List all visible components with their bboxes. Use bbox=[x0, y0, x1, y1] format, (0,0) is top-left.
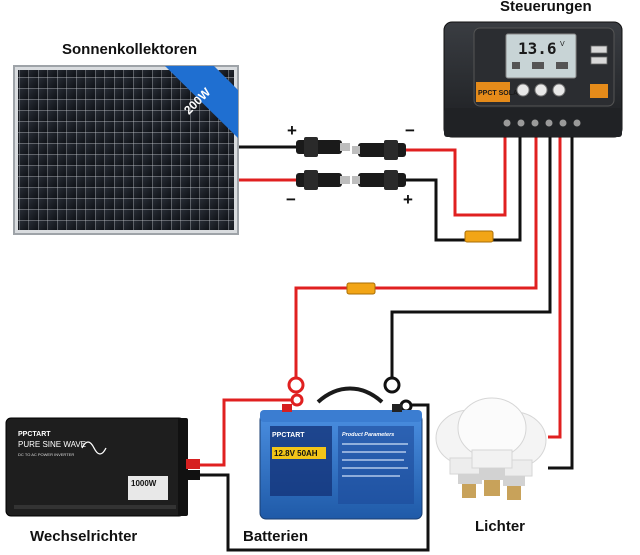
pv-negative-wire bbox=[404, 135, 507, 217]
inverter-negative-wire bbox=[200, 403, 430, 552]
battery-terminal-negative bbox=[392, 404, 402, 412]
panel-badge-ribbon bbox=[165, 66, 238, 138]
inverter-terminal-positive bbox=[186, 459, 200, 469]
wires bbox=[200, 135, 574, 552]
solar-panel-label: Sonnenkollektoren bbox=[62, 41, 197, 58]
usb-port-1 bbox=[590, 45, 608, 54]
battery-positive-wire bbox=[294, 135, 538, 378]
mc4-minus-left bbox=[296, 170, 350, 190]
controller-voltage-unit: V bbox=[560, 41, 565, 48]
pv-fuse bbox=[464, 230, 494, 243]
inverter-label: Wechselrichter bbox=[30, 528, 137, 545]
solar-panel: 200W bbox=[13, 65, 239, 235]
pv-positive-wire bbox=[404, 135, 522, 242]
controller-label: Steuerungen bbox=[500, 0, 592, 15]
battery-brand: PPCTART bbox=[272, 432, 305, 439]
controller-button-2[interactable] bbox=[534, 83, 548, 97]
inverter: PPCTART PURE SINE WAVE DC TO AC POWER IN… bbox=[5, 417, 200, 517]
battery-terminal-positive bbox=[282, 404, 292, 412]
battery-negative-wire bbox=[390, 135, 552, 378]
mc4-plus-left bbox=[296, 137, 350, 157]
inverter-terminal-negative bbox=[186, 470, 200, 480]
battery-label: Batterien bbox=[243, 528, 308, 545]
inverter-positive-wire bbox=[200, 398, 297, 467]
controller-brand: PPCT SOLAR bbox=[478, 90, 523, 97]
usb-port-2 bbox=[590, 56, 608, 65]
controller-voltage: 13.6 bbox=[518, 39, 557, 58]
load-positive-wire bbox=[548, 135, 562, 439]
battery-params-title: Product Parameters bbox=[342, 432, 394, 438]
controller-button-3[interactable] bbox=[552, 83, 566, 97]
battery-fuse bbox=[346, 282, 376, 295]
polarity-minus-bottom-left: − bbox=[286, 190, 296, 209]
bulb-center bbox=[457, 397, 527, 496]
mc4-plus-right bbox=[352, 170, 406, 190]
inverter-brand: PPCTART bbox=[18, 431, 51, 438]
sine-wave-icon bbox=[81, 441, 107, 455]
controller-button-1[interactable] bbox=[516, 83, 530, 97]
polarity-plus-bottom-right: + bbox=[403, 190, 413, 209]
polarity-plus-top-left: + bbox=[287, 121, 297, 140]
polarity-minus-top-right: − bbox=[405, 121, 415, 140]
inverter-power: 1000W bbox=[131, 479, 157, 488]
charge-controller: 13.6 V PPCT SOLAR bbox=[443, 21, 623, 138]
load-negative-wire bbox=[548, 135, 574, 470]
mc4-minus-right bbox=[352, 140, 406, 160]
light-bulbs bbox=[435, 397, 547, 500]
battery-spec: 12.8V 50AH bbox=[274, 449, 318, 458]
inverter-model: PURE SINE WAVE bbox=[18, 440, 86, 449]
controller-terminals bbox=[503, 119, 581, 127]
lights-label: Lichter bbox=[475, 518, 525, 535]
battery: PPCTART 12.8V 50AH Product Parameters bbox=[259, 386, 423, 520]
inverter-subtitle: DC TO AC POWER INVERTER bbox=[18, 452, 74, 457]
mc4-connectors bbox=[296, 137, 406, 190]
